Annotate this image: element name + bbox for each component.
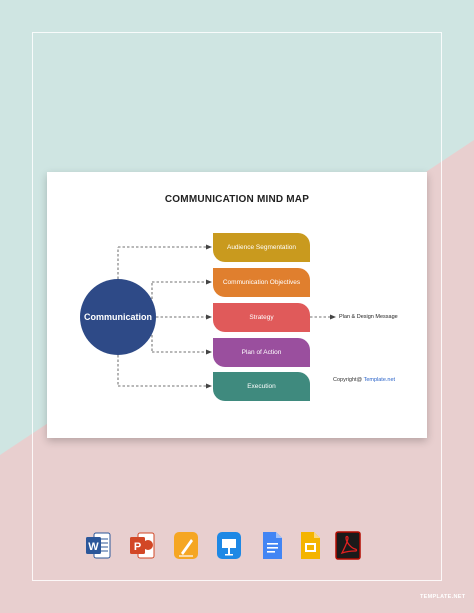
node-communication-objectives: Communication Objectives	[213, 268, 310, 297]
center-node: Communication	[80, 279, 156, 355]
pdf-icon[interactable]	[335, 531, 361, 560]
node-plan-of-action: Plan of Action	[213, 338, 310, 367]
svg-text:P: P	[134, 541, 141, 553]
node-strategy: Strategy	[213, 303, 310, 332]
node-label: Plan of Action	[241, 349, 282, 356]
diagram-title: COMMUNICATION MIND MAP	[164, 194, 310, 205]
svg-text:W: W	[88, 541, 99, 553]
outline-frame	[32, 32, 442, 581]
file-format-icons: W P	[0, 531, 474, 561]
center-node-label: Communication	[83, 312, 152, 322]
keynote-icon[interactable]	[216, 531, 242, 560]
node-label: Execution	[247, 383, 276, 390]
connector-lines	[117, 244, 336, 389]
template-preview-card[interactable]: COMMUNICATION MIND MAP Communication Aud…	[47, 172, 427, 438]
node-label: Strategy	[249, 314, 274, 321]
copyright-prefix: Copyright@	[333, 377, 363, 383]
watermark: TEMPLATE.NET	[420, 594, 466, 600]
word-icon[interactable]: W	[85, 531, 111, 560]
node-audience-segmentation: Audience Segmentation	[213, 233, 310, 262]
copyright-text: Copyright@ Template.net	[333, 377, 395, 383]
node-label: Communication Objectives	[222, 279, 301, 286]
pages-icon[interactable]	[173, 531, 199, 560]
copyright-link[interactable]: Template.net	[363, 377, 396, 383]
node-label: Audience Segmentation	[226, 244, 297, 251]
node-execution: Execution	[213, 372, 310, 401]
side-label: Plan & Design Message	[339, 314, 398, 320]
google-slides-icon[interactable]	[297, 531, 323, 560]
powerpoint-icon[interactable]: P	[129, 531, 155, 560]
google-docs-icon[interactable]	[259, 531, 285, 560]
